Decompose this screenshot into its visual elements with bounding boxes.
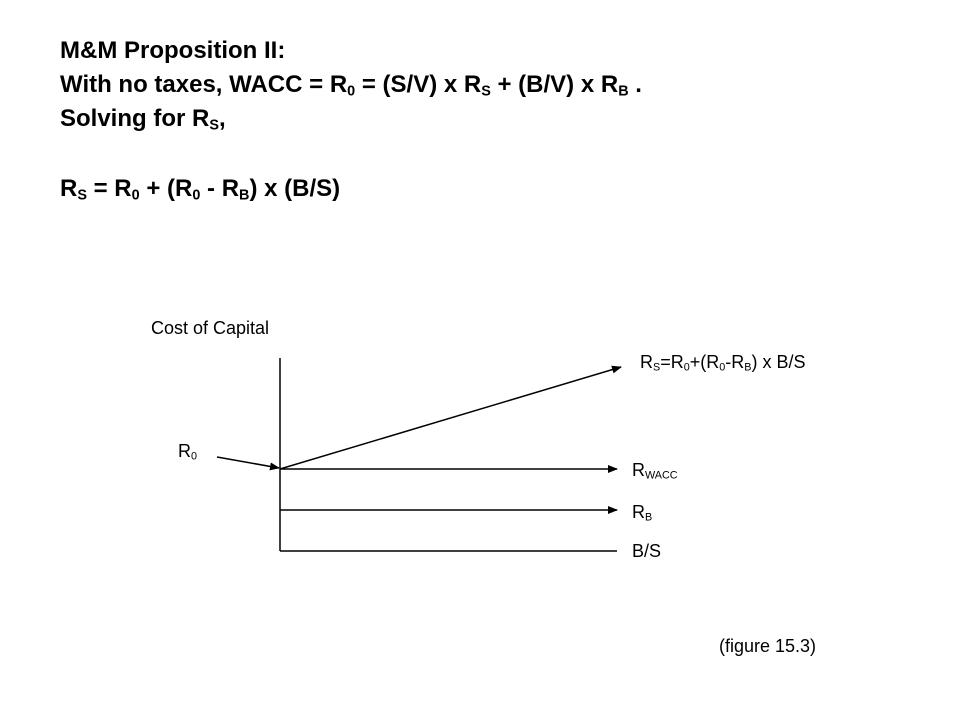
subscript: 0 [191,450,198,463]
rb-line-label: RB [632,502,652,523]
rwacc-line-label: RWACC [632,460,678,481]
subscript: B [744,361,752,374]
title-text: , [218,105,226,132]
subscript: 0 [192,187,201,204]
figure-caption: (figure 15.3) [719,636,817,656]
subscript: 0 [683,361,690,374]
subscript: S [653,361,661,374]
y-axis-label: Cost of Capital [151,318,270,338]
rs-line-arrow [279,365,622,470]
title-line-3: Solving for RS, [60,102,642,136]
subscript: S [77,187,87,204]
subscript: B [618,83,629,100]
title-text: With no taxes, WACC = R [60,71,348,98]
label-text: =R [660,352,684,372]
formula-text: = R [86,175,132,202]
subscript: 0 [347,83,356,100]
title-text: = (S/V) x R [355,71,482,98]
title-text: . [628,71,642,98]
formula-text: + (R [139,175,193,202]
formula-text: R [60,175,78,202]
r0-label: R0 [178,441,197,462]
r0-pointer-arrow [216,456,280,471]
subscript: S [481,83,491,100]
label-text: R [632,502,645,522]
title-text: + (B/V) x R [490,71,619,98]
title-text: Solving for R [60,105,210,132]
subscript: 0 [131,187,140,204]
rs-line-label: RS=R0+(R0-RB) x B/S [640,352,805,373]
label-text: +(R [689,352,720,372]
formula-text: ) x (B/S) [249,175,341,202]
subscript: 0 [719,361,726,374]
label-text: R [178,441,191,461]
subscript: B [239,187,250,204]
slide-title-block: M&M Proposition II: With no taxes, WACC … [60,34,642,206]
label-text: R [632,460,645,480]
label-text: -R [725,352,745,372]
title-line-2: With no taxes, WACC = R0 = (S/V) x RS + … [60,68,642,102]
formula-line: RS = R0 + (R0 - RB) x (B/S) [60,172,642,206]
label-text: R [640,352,653,372]
formula-text: - R [200,175,240,202]
title-line-1: M&M Proposition II: [60,37,286,64]
x-axis-label: B/S [632,541,662,561]
subscript: WACC [645,469,678,482]
label-text: ) x B/S [751,352,806,372]
subscript: B [645,511,653,524]
subscript: S [209,117,219,134]
